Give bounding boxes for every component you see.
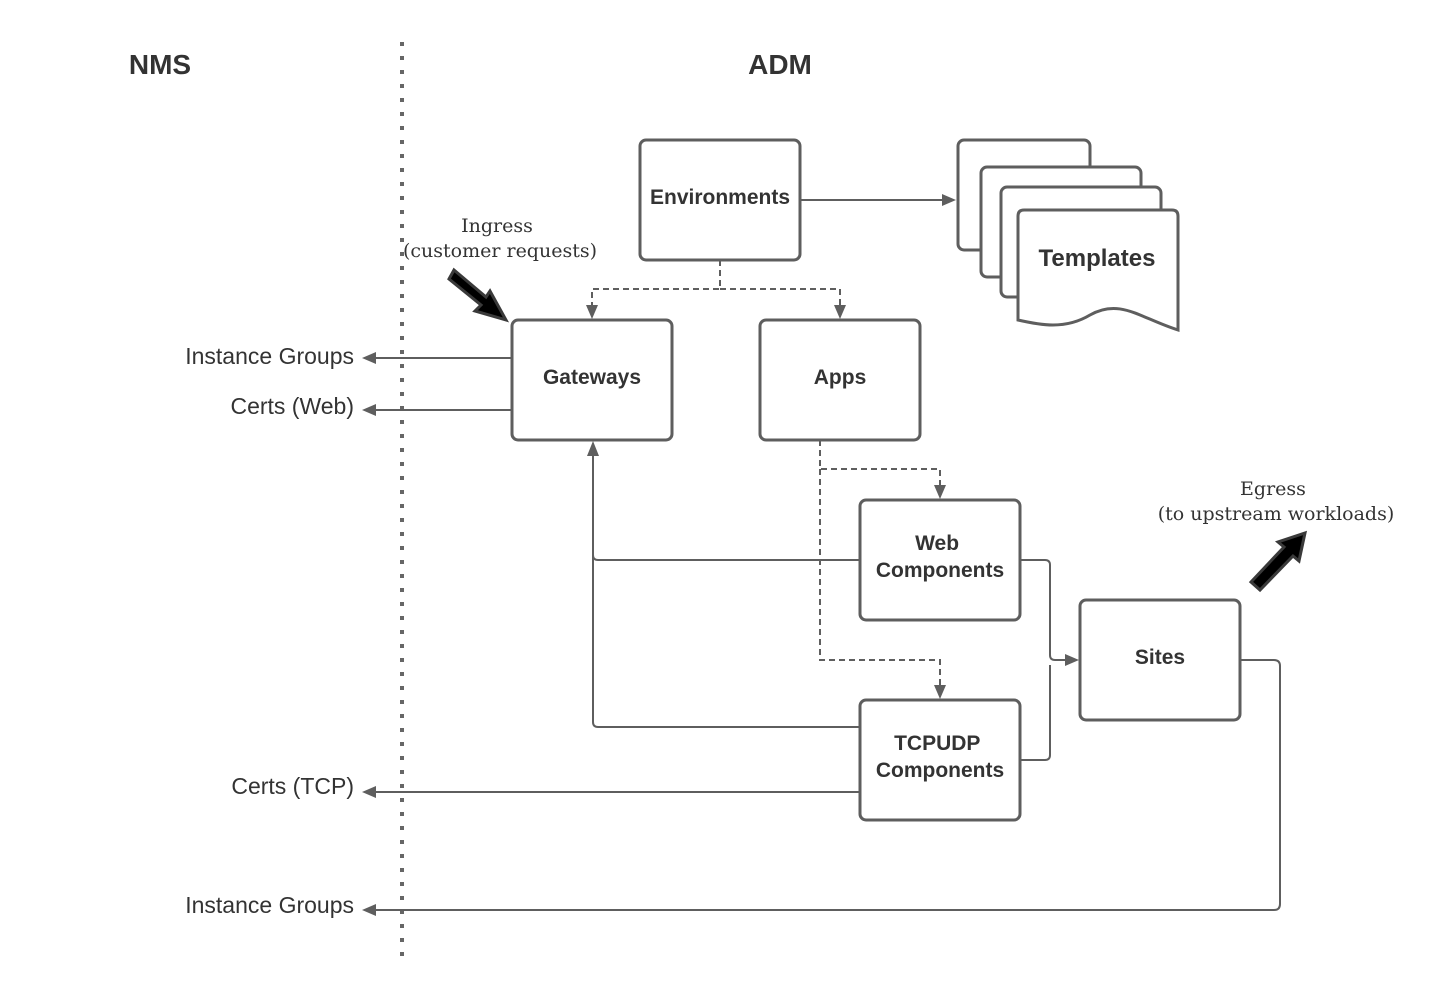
arrowhead-certs-web [362, 404, 376, 416]
arrowhead-templates [942, 194, 956, 206]
node-apps: Apps [758, 318, 922, 442]
ingress-arrow-icon [447, 267, 510, 323]
egress-title: Egress [1240, 478, 1306, 500]
web-components-label: Web Components [876, 532, 1004, 582]
connector-environments-apps [720, 288, 841, 306]
adm-header: ADM [748, 49, 812, 80]
dashed-connectors [586, 260, 946, 699]
sites-box [1078, 598, 1242, 722]
connector-tcpudp-components-gateways [592, 454, 860, 728]
node-sites: Sites [1078, 598, 1242, 722]
node-gateways: Gateways [510, 318, 674, 442]
connector-apps-web-components [819, 440, 941, 486]
ingress-annotation: Ingress (customer requests) [403, 215, 597, 262]
template-sheet-front [1016, 208, 1180, 333]
apps-box [758, 318, 922, 442]
node-web-components: Web Components [858, 498, 1022, 622]
web-components-label-line2: Components [876, 559, 1004, 582]
arrowhead-web-components-dashed [934, 485, 946, 499]
solid-connectors [362, 194, 1281, 916]
node-environments: Environments [638, 138, 802, 262]
environments-label: Environments [650, 186, 790, 209]
environments-box [638, 138, 802, 262]
templates-stack: Templates [956, 138, 1180, 333]
instance-groups-bottom-label: Instance Groups [185, 892, 354, 918]
tcpudp-components-label-line1: TCPUDP [894, 732, 980, 755]
templates-label: Templates [1039, 245, 1156, 272]
connector-apps-tcpudp-components [819, 469, 941, 686]
connector-sites-instance-groups [374, 659, 1281, 911]
connector-tcpudp-components-sites [1020, 665, 1051, 761]
web-components-box [858, 498, 1022, 622]
gateways-label: Gateways [543, 366, 641, 389]
certs-tcp-label: Certs (TCP) [231, 773, 354, 799]
arrowhead-instance-groups-top [362, 352, 376, 364]
apps-label: Apps [814, 366, 867, 389]
node-tcpudp-components: TCPUDP Components [858, 698, 1022, 822]
web-components-label-line1: Web [915, 532, 959, 555]
arrowhead-tcpudp-components-dashed [934, 685, 946, 699]
arrowhead-certs-tcp [362, 786, 376, 798]
nms-header: NMS [129, 49, 191, 80]
arrowhead-instance-groups-bottom [362, 904, 376, 916]
gateways-box [510, 318, 674, 442]
tcpudp-components-box [858, 698, 1022, 822]
egress-arrow-icon [1248, 530, 1308, 593]
arrowhead-gateways [587, 441, 599, 456]
tcpudp-components-label: TCPUDP Components [876, 732, 1004, 782]
certs-web-label: Certs (Web) [230, 393, 354, 419]
arrowhead-sites [1065, 654, 1079, 666]
egress-annotation: Egress (to upstream workloads) [1158, 478, 1395, 525]
connector-environments-gateways [591, 260, 721, 306]
arrowhead-apps-dashed [834, 305, 846, 319]
instance-groups-top-label: Instance Groups [185, 343, 354, 369]
ingress-title: Ingress [461, 215, 533, 237]
egress-subtitle: (to upstream workloads) [1158, 503, 1395, 525]
tcpudp-components-label-line2: Components [876, 759, 1004, 782]
connector-web-components-sites [1020, 559, 1066, 661]
arrowhead-gateways-dashed [586, 305, 598, 319]
sites-label: Sites [1135, 646, 1185, 669]
ingress-subtitle: (customer requests) [403, 240, 597, 262]
